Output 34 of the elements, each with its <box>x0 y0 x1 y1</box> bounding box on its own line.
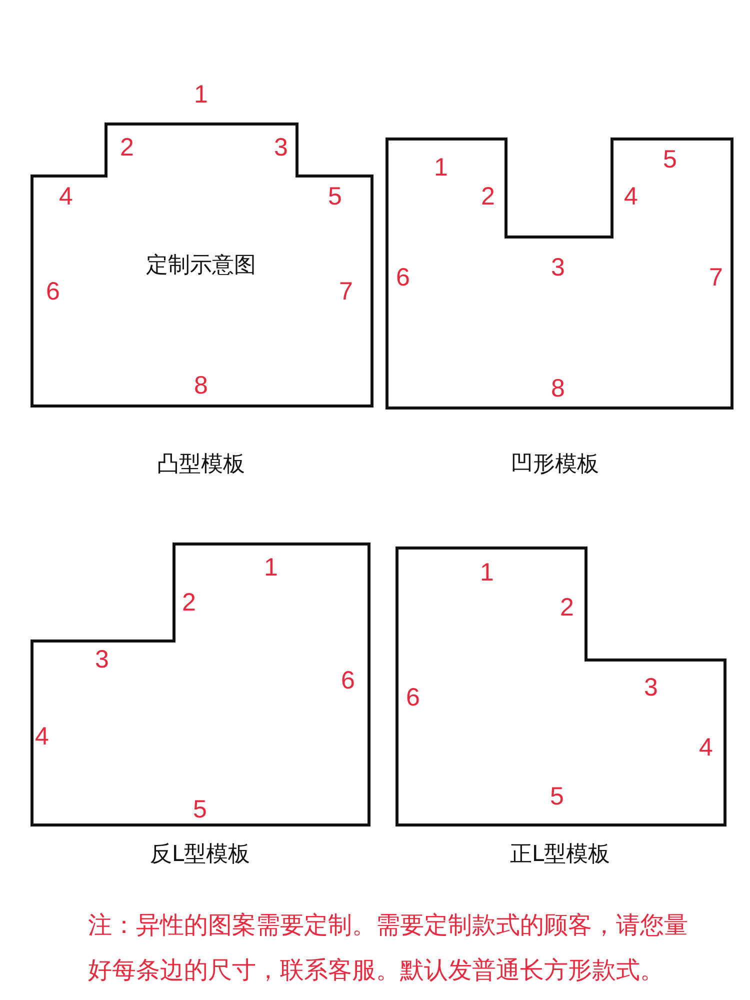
edge-number: 1 <box>194 82 208 108</box>
edge-number: 5 <box>328 184 342 210</box>
edge-number: 8 <box>194 374 208 398</box>
edge-number: 2 <box>120 136 134 160</box>
edge-number: 5 <box>663 148 677 172</box>
edge-number: 5 <box>550 784 564 810</box>
edge-number: 7 <box>339 280 353 304</box>
edge-number: 2 <box>481 184 495 210</box>
note-text: 注：异性的图案需要定制。需要定制款式的顾客，请您量好每条边的尺寸，联系客服。默认发普通长方形款式。 <box>88 910 689 986</box>
edge-number: 2 <box>182 590 196 616</box>
edge-number: 4 <box>35 724 49 750</box>
edge-number: 3 <box>95 648 109 672</box>
edge-number: 8 <box>551 376 565 402</box>
edge-number: 1 <box>434 156 448 180</box>
edge-number: 5 <box>193 798 207 822</box>
shape-label: 定制示意图 <box>146 255 256 277</box>
template-caption: 正L型模板 <box>510 844 610 866</box>
edge-number: 4 <box>699 736 713 760</box>
template-caption: 凸型模板 <box>157 454 245 476</box>
edge-number: 4 <box>624 184 638 210</box>
edge-number: 3 <box>274 136 288 160</box>
template-caption: 凹形模板 <box>511 454 599 476</box>
edge-number: 1 <box>480 560 494 586</box>
edge-number: 6 <box>396 266 410 290</box>
edge-number: 7 <box>709 266 723 290</box>
edge-number: 4 <box>59 184 73 210</box>
template-caption: 反L型模板 <box>150 844 250 866</box>
edge-number: 6 <box>406 686 420 710</box>
edge-number: 6 <box>341 668 355 694</box>
edge-number: 3 <box>551 256 565 280</box>
edge-number: 3 <box>644 676 658 700</box>
edge-number: 1 <box>264 556 278 580</box>
edge-number: 2 <box>560 596 574 620</box>
edge-number: 6 <box>46 280 60 304</box>
